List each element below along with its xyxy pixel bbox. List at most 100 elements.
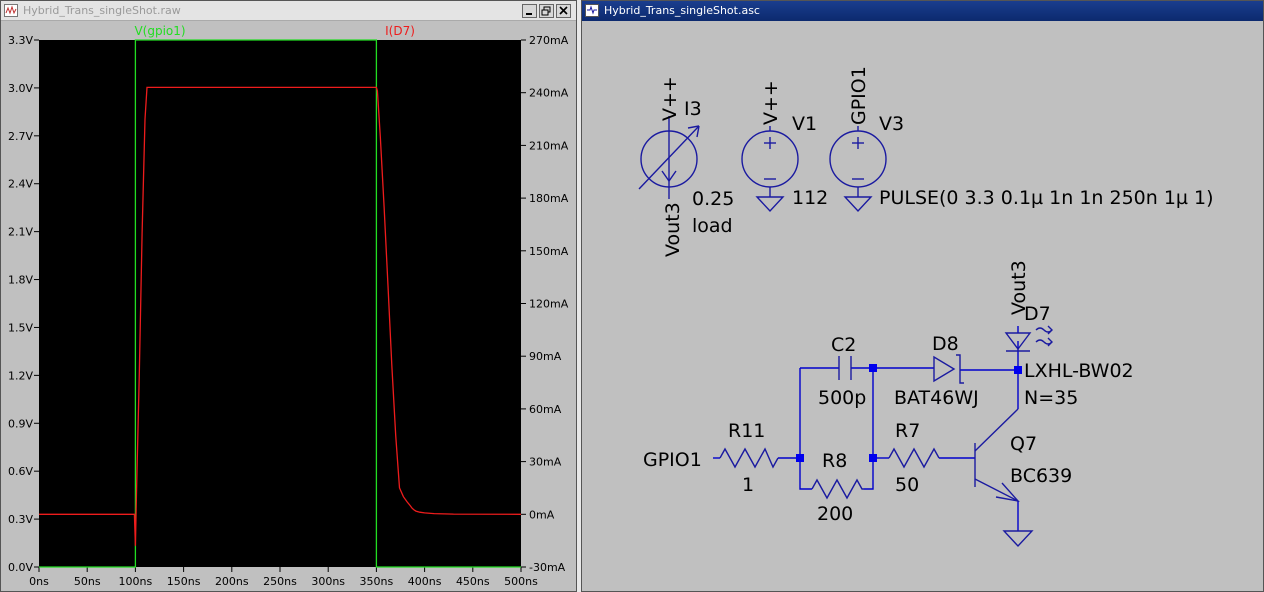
left-tick-label: 2.7V: [8, 130, 33, 143]
waveform-window-title: Hybrid_Trans_singleShot.raw: [23, 4, 181, 17]
C2-ref: C2: [831, 334, 856, 356]
traces: [39, 39, 522, 568]
legend-i-d7[interactable]: I(D7): [385, 24, 415, 38]
R8-value: 200: [817, 503, 853, 525]
I3-bottom-net: Vout3: [662, 202, 684, 257]
minimize-icon: [526, 13, 532, 15]
R11-input-net: GPIO1: [643, 449, 702, 471]
I3-current-source[interactable]: [638, 116, 700, 199]
D8-value: BAT46WJ: [894, 387, 979, 409]
D7-value: LXHL-BW02: [1024, 360, 1134, 382]
trace-v-gpio1: [39, 39, 521, 568]
schematic-background: [582, 21, 1263, 591]
right-tick-label: 270mA: [529, 34, 569, 47]
right-tick-label: 0mA: [529, 508, 555, 521]
waveform-app-icon: [4, 4, 18, 17]
schematic-window-title: Hybrid_Trans_singleShot.asc: [604, 4, 760, 17]
close-button[interactable]: [556, 4, 571, 18]
R11-ref: R11: [728, 420, 765, 442]
D7-ref: D7: [1024, 303, 1051, 325]
schematic-window[interactable]: Hybrid_Trans_singleShot.asc V++ Vout3 I3…: [581, 0, 1264, 592]
right-tick-label: 150mA: [529, 245, 569, 258]
left-tick-label: 1.2V: [8, 369, 33, 382]
schematic-titlebar[interactable]: Hybrid_Trans_singleShot.asc: [582, 1, 1263, 21]
legend-v-gpio1[interactable]: V(gpio1): [134, 24, 185, 38]
V3-voltage-source[interactable]: [829, 126, 887, 213]
left-tick-label: 0.3V: [8, 513, 33, 526]
x-tick-label: 100ns: [119, 575, 153, 588]
R11-resistor[interactable]: [719, 447, 779, 469]
x-tick-label: 300ns: [311, 575, 345, 588]
V3-ref: V3: [879, 113, 904, 135]
x-tick-label: 500ns: [504, 575, 538, 588]
restore-icon: [541, 6, 551, 16]
left-tick-label: 3.0V: [8, 82, 33, 95]
left-tick-label: 0.9V: [8, 417, 33, 430]
R7-resistor[interactable]: [888, 447, 940, 469]
D8-ref: D8: [932, 333, 959, 355]
right-tick-label: 60mA: [529, 403, 562, 416]
Q7-npn-transistor[interactable]: [974, 408, 1020, 503]
Q7-ground-icon: [1002, 530, 1034, 548]
R7-value: 50: [895, 474, 919, 496]
V1-ground-icon: [755, 196, 785, 213]
Q7-value: BC639: [1010, 465, 1072, 487]
x-tick-label: 50ns: [74, 575, 101, 588]
junction-dots: [796, 364, 1022, 462]
right-axis: -30mA 0mA 30mA 60mA 90mA 120mA 150mA 180mA 210mA…: [521, 34, 569, 574]
D7-led[interactable]: [1004, 325, 1053, 352]
R11-value: 1: [742, 474, 754, 496]
V1-value: 112: [792, 187, 828, 209]
V3-top-net: GPIO1: [848, 66, 870, 125]
left-tick-label: 0.0V: [8, 561, 33, 574]
right-tick-label: 180mA: [529, 192, 569, 205]
minimize-button[interactable]: [522, 4, 537, 18]
left-tick-label: 1.5V: [8, 321, 33, 334]
V3-ground-icon: [843, 196, 873, 213]
D7-top-net: Vout3: [1008, 260, 1030, 315]
right-tick-label: -30mA: [529, 561, 566, 574]
x-tick-label: 150ns: [167, 575, 201, 588]
right-tick-label: 240mA: [529, 87, 569, 100]
x-tick-label: 450ns: [456, 575, 490, 588]
waveform-titlebar[interactable]: Hybrid_Trans_singleShot.raw: [1, 1, 576, 21]
right-tick-label: 90mA: [529, 350, 562, 363]
R8-ref: R8: [822, 450, 847, 472]
x-tick-label: 200ns: [215, 575, 249, 588]
waveform-plot[interactable]: 0.0V 0.3V 0.6V 0.9V 1.2V 1.5V 1.8V 2.1V 2.4V 2.7V…: [1, 21, 576, 591]
left-tick-label: 2.4V: [8, 178, 33, 191]
left-tick-label: 1.8V: [8, 274, 33, 287]
restore-button[interactable]: [539, 4, 554, 18]
V3-value: PULSE(0 3.3 0.1µ 1n 1n 250n 1µ 1): [879, 187, 1214, 209]
trace-i-d7: [39, 86, 522, 546]
left-axis: 0.0V 0.3V 0.6V 0.9V 1.2V 1.5V 1.8V 2.1V 2.4V 2.7V…: [8, 34, 39, 574]
right-tick-label: 120mA: [529, 298, 569, 311]
waveform-window[interactable]: Hybrid_Trans_singleShot.raw 0.0V 0.3V 0.6V…: [0, 0, 577, 592]
I3-top-net: V++: [659, 76, 681, 121]
C2-value: 500p: [818, 387, 866, 409]
schematic-app-icon: [585, 4, 599, 17]
D8-diode[interactable]: [933, 354, 964, 384]
x-tick-label: 0ns: [29, 575, 49, 588]
V1-ref: V1: [792, 113, 817, 135]
schematic-canvas[interactable]: V++ Vout3 I3 0.25 load V++ V1 112 GPIO1 …: [582, 21, 1263, 591]
x-tick-label: 350ns: [360, 575, 394, 588]
I3-ref: I3: [684, 98, 702, 120]
left-tick-label: 2.1V: [8, 226, 33, 239]
plot-area[interactable]: [39, 40, 521, 567]
I3-value2: load: [692, 215, 733, 237]
left-tick-label: 0.6V: [8, 465, 33, 478]
right-tick-label: 30mA: [529, 456, 562, 469]
close-icon: [559, 6, 568, 15]
C2-capacitor[interactable]: [838, 356, 852, 380]
Q7-ref: Q7: [1010, 433, 1037, 455]
R7-ref: R7: [895, 420, 920, 442]
V1-top-net: V++: [760, 80, 782, 125]
R8-resistor[interactable]: [811, 478, 864, 500]
right-tick-label: 210mA: [529, 139, 569, 152]
x-tick-label: 400ns: [408, 575, 442, 588]
V1-voltage-source[interactable]: [741, 126, 799, 213]
D7-value2: N=35: [1024, 387, 1078, 409]
left-tick-label: 3.3V: [8, 34, 33, 47]
